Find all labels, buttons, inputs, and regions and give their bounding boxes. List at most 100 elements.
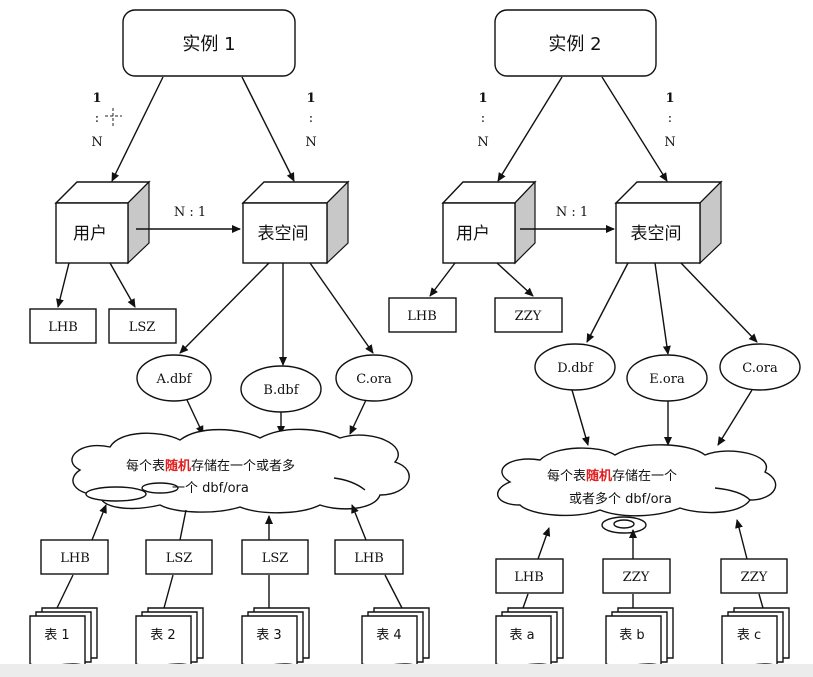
arrow [735, 519, 748, 560]
rel-n: N [305, 135, 316, 150]
rel-one: 1 [665, 91, 674, 106]
user-tablespace-relation: N : 1 [556, 205, 588, 220]
arrow [179, 262, 270, 354]
user-box [494, 297, 563, 333]
table-name: 表 a [509, 628, 534, 643]
owner-box [495, 558, 564, 594]
arrow [429, 262, 456, 297]
owner-boxes: LHB ZZY ZZY [495, 558, 788, 594]
line [758, 593, 764, 609]
rel-n: N [477, 135, 488, 150]
rel-colon: : [668, 111, 672, 126]
table-name: 表 4 [376, 628, 401, 643]
instance-to-tablespace-arrow [601, 76, 668, 182]
table-doc [361, 607, 430, 668]
owner-box [241, 539, 309, 575]
datafile-name: C.ora [742, 361, 778, 376]
table-doc [135, 607, 204, 668]
owner-box [40, 539, 109, 575]
instance-to-user-arrow [497, 76, 563, 182]
datafile-ellipse [335, 354, 413, 402]
datafile-name: B.dbf [263, 383, 299, 398]
owner-name: LHB [354, 551, 384, 566]
line [522, 593, 529, 609]
user-box [108, 308, 177, 344]
arrow [109, 262, 136, 308]
instance-1: 实例 1 1 : N 1 : N 用户 表空间 N : 1 [29, 9, 430, 668]
cloud-text-line1: 每个表随机存储在一个 [547, 468, 677, 484]
rel-one: 1 [478, 91, 487, 106]
cloud-text-line2: 或者多个 dbf/ora [569, 491, 672, 507]
owner-box [720, 558, 788, 594]
instance-to-tablespace-arrow [241, 76, 295, 182]
crosshair-cursor-icon [105, 108, 122, 126]
user-label: 用户 [456, 224, 490, 244]
datafile-ellipse [719, 343, 801, 391]
rel-n: N [91, 135, 102, 150]
cloud-text-line2: 一个 dbf/ora [172, 481, 249, 496]
instance-1-title: 实例 1 [182, 34, 235, 55]
table-doc [29, 607, 98, 668]
rel-colon: : [481, 111, 485, 126]
tablespace-label: 表空间 [631, 224, 682, 244]
user-cube: 用户 [54, 180, 151, 265]
table-name: 表 c [737, 628, 761, 643]
line [384, 574, 403, 609]
owner-box [334, 539, 404, 575]
user-box [29, 308, 97, 344]
bottom-bar [0, 664, 813, 677]
table-name: 表 1 [44, 628, 69, 643]
arrow [537, 527, 551, 560]
rel-colon: : [309, 111, 313, 126]
table-name: 表 3 [256, 628, 281, 643]
arrow [654, 262, 671, 355]
rel-one: 1 [306, 91, 315, 106]
arrow [309, 262, 374, 354]
owner-name: LHB [514, 570, 544, 585]
line [179, 509, 187, 541]
line [56, 574, 74, 609]
table-doc [495, 607, 564, 668]
tablespace-cube: 表空间 [241, 180, 350, 265]
datafile-ellipse [136, 354, 212, 402]
user-label: 用户 [73, 224, 107, 244]
rel-n: N [664, 135, 675, 150]
storage-cloud: 每个表随机存储在一个 或者多个 dbf/ora [497, 444, 777, 534]
owner-name: LSZ [262, 551, 289, 566]
instance-1-box [122, 9, 296, 77]
arrow [351, 504, 367, 541]
arrow [586, 262, 629, 343]
owner-name: LHB [60, 551, 90, 566]
arrow [91, 504, 107, 541]
line [163, 574, 174, 609]
rel-one: 1 [92, 91, 101, 106]
owner-boxes: LHB LSZ LSZ LHB [40, 539, 404, 575]
arrow [56, 262, 70, 308]
datafile-ellipse [534, 343, 616, 391]
owner-name: ZZY [623, 570, 650, 585]
instance-2-box [494, 9, 657, 77]
instance-to-user-arrow [111, 76, 164, 182]
user-box [388, 297, 457, 333]
user-name: LSZ [129, 320, 156, 335]
tablespace-label: 表空间 [258, 224, 309, 244]
storage-cloud: 每个表随机存储在一个或者多 一个 dbf/ora [71, 428, 410, 514]
owner-name: ZZY [741, 570, 768, 585]
table-doc [605, 607, 674, 668]
arrow [680, 262, 758, 343]
owner-box [145, 539, 213, 575]
datafile-name: D.dbf [557, 361, 594, 376]
arrow [571, 389, 590, 446]
instance-2: 实例 2 1 : N 1 : N 用户 表空间 N : 1 LHB ZZY [388, 9, 801, 668]
user-name: ZZY [515, 309, 542, 324]
tablespace-cube: 表空间 [614, 180, 723, 265]
instance-2-title: 实例 2 [548, 34, 601, 55]
datafile-name: C.ora [356, 372, 392, 387]
user-name: LHB [48, 320, 78, 335]
arrow [349, 399, 367, 435]
arrow [186, 399, 204, 435]
user-tablespace-relation: N : 1 [174, 205, 206, 220]
datafile-name: E.ora [649, 372, 685, 387]
owner-box [602, 558, 671, 594]
owner-name: LSZ [166, 551, 193, 566]
